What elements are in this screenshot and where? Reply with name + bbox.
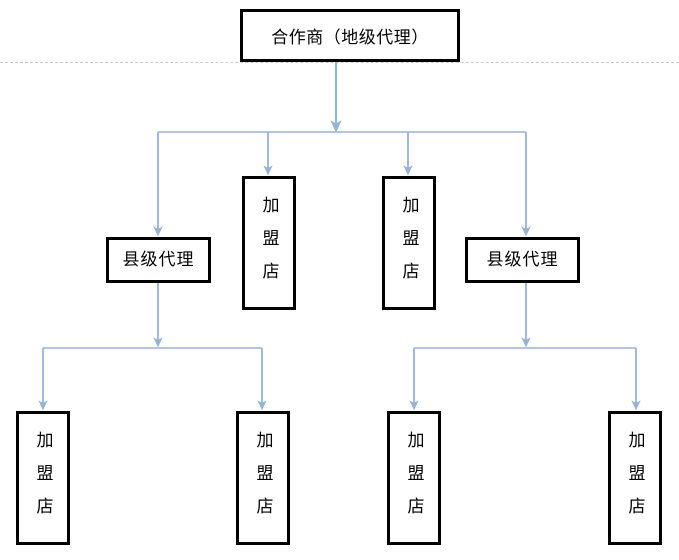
node-franchise-store-bottom-4[interactable]: 加盟店 [608,411,662,545]
node-franchise-store-bottom-1-label: 加盟店 [32,430,53,530]
node-root-label: 合作商（地级代理） [271,28,429,48]
node-franchise-store-top-2-label: 加盟店 [398,195,419,295]
node-county-agent-right[interactable]: 县级代理 [465,237,580,283]
node-franchise-store-bottom-3-label: 加盟店 [403,430,424,530]
node-county-agent-left-label: 县级代理 [122,249,195,270]
node-county-agent-right-label: 县级代理 [486,249,559,270]
node-franchise-store-bottom-3[interactable]: 加盟店 [387,411,441,545]
node-franchise-store-top-1[interactable]: 加盟店 [242,176,296,310]
node-franchise-store-bottom-2[interactable]: 加盟店 [236,411,290,545]
node-franchise-store-top-1-label: 加盟店 [258,195,279,295]
node-root-partner[interactable]: 合作商（地级代理） [240,9,460,62]
node-franchise-store-bottom-2-label: 加盟店 [252,430,273,530]
node-franchise-store-bottom-4-label: 加盟店 [624,430,645,530]
page-guide-rule [0,62,679,63]
node-county-agent-left[interactable]: 县级代理 [106,237,211,283]
node-franchise-store-top-2[interactable]: 加盟店 [382,176,436,310]
node-franchise-store-bottom-1[interactable]: 加盟店 [16,411,70,545]
